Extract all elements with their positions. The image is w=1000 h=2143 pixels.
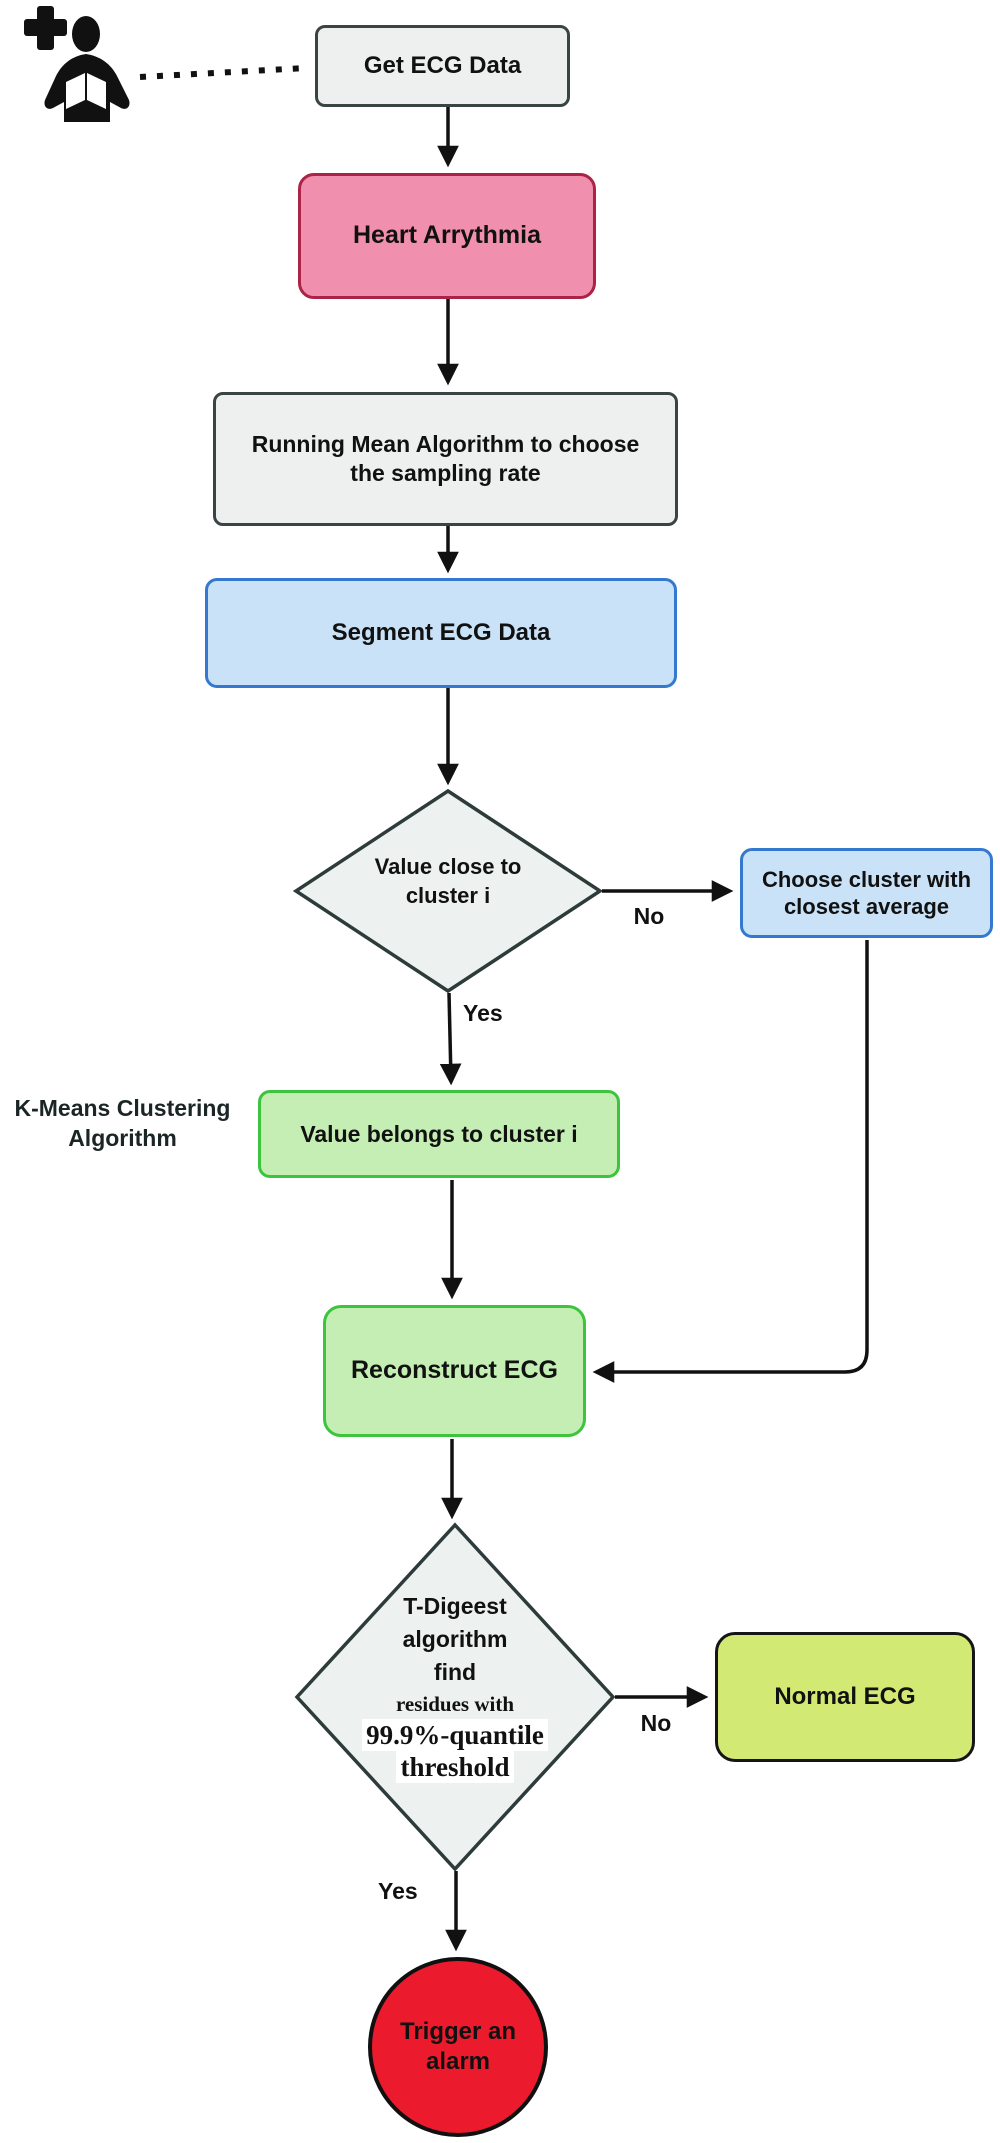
edge-label-decision1-no: No xyxy=(633,903,665,929)
decision-tdigest-label: T-Digeest algorithm find residues with 9… xyxy=(345,1590,565,1783)
node-heart-arrythmia: Heart Arrythmia xyxy=(298,173,596,299)
node-normal-ecg-label: Normal ECG xyxy=(774,1683,916,1710)
node-get-ecg-data: Get ECG Data xyxy=(315,25,570,107)
node-choose-cluster-label: Choose cluster with closest average xyxy=(761,866,972,920)
kmeans-caption: K-Means Clustering Algorithm xyxy=(0,1094,245,1154)
node-reconstruct-ecg-label: Reconstruct ECG xyxy=(351,1356,558,1385)
node-normal-ecg: Normal ECG xyxy=(715,1632,975,1762)
edge-label-decision2-no: No xyxy=(640,1710,672,1736)
node-choose-cluster: Choose cluster with closest average xyxy=(740,848,993,938)
node-value-belongs-label: Value belongs to cluster i xyxy=(300,1120,578,1147)
decision-diamond-value-close xyxy=(292,788,604,994)
node-heart-arrythmia-label: Heart Arrythmia xyxy=(352,221,542,250)
kmeans-caption-line2: Algorithm xyxy=(68,1124,177,1151)
tdigest-line5: 99.9%-quantile xyxy=(362,1719,548,1751)
decision-diamond-tdigest xyxy=(294,1522,616,1872)
tdigest-line3: find xyxy=(433,1659,477,1685)
node-trigger-alarm-line1: Trigger an xyxy=(399,2018,517,2045)
node-trigger-alarm-line2: alarm xyxy=(425,2048,491,2075)
physician-with-medical-cross-icon xyxy=(24,6,130,122)
tdigest-line2: algorithm xyxy=(402,1626,508,1652)
connector-choose-to-reconstruct xyxy=(592,940,869,1383)
node-running-mean: Running Mean Algorithm to choose the sam… xyxy=(213,392,678,526)
node-reconstruct-ecg: Reconstruct ECG xyxy=(323,1305,586,1437)
dotted-connector-physician xyxy=(139,65,307,80)
node-trigger-alarm: Trigger an alarm xyxy=(368,1957,548,2137)
node-value-belongs: Value belongs to cluster i xyxy=(258,1090,620,1178)
node-running-mean-label: Running Mean Algorithm to choose the sam… xyxy=(251,431,640,486)
tdigest-line1: T-Digeest xyxy=(403,1593,507,1619)
tdigest-line4: residues with xyxy=(395,1692,515,1716)
tdigest-line6: threshold xyxy=(396,1751,514,1783)
arrow-decision1-yes xyxy=(439,992,462,1086)
edge-label-decision2-yes: Yes xyxy=(378,1878,418,1904)
node-segment-ecg-label: Segment ECG Data xyxy=(331,619,551,646)
node-get-ecg-data-label: Get ECG Data xyxy=(363,52,522,79)
decision-value-close-label: Value close to cluster i xyxy=(374,854,522,908)
node-segment-ecg: Segment ECG Data xyxy=(205,578,677,688)
edge-label-decision1-yes: Yes xyxy=(463,1000,503,1026)
kmeans-caption-line1: K-Means Clustering xyxy=(14,1095,231,1121)
